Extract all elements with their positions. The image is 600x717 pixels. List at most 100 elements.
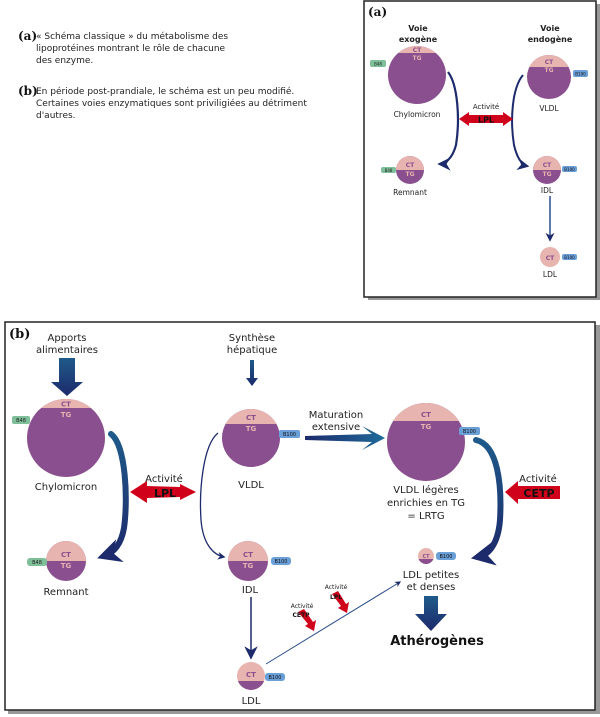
- ct-label: CT: [545, 59, 554, 66]
- synthese-label-1: Synthèse: [229, 332, 275, 344]
- chylo-to-remnant-arrow-b: [97, 431, 129, 563]
- maturation-arrow: [305, 426, 385, 450]
- b100-tag: [271, 557, 291, 565]
- vldl-label-a: VLDL: [539, 104, 559, 113]
- tg-label: TG: [544, 67, 553, 74]
- b100-label: B100: [440, 554, 453, 560]
- panel-b: (b) Apports alimentaires Synthèse hépati…: [4, 321, 600, 714]
- tg-label: TG: [61, 411, 72, 419]
- cetp-activity-small-label: Activité: [291, 603, 314, 610]
- cetp-small-arrow: [298, 609, 316, 631]
- idl-label-a: IDL: [541, 186, 554, 195]
- cetp-small-label: CETP: [293, 612, 311, 619]
- cetp-arrow-b: [505, 481, 560, 504]
- chylomicron-particle-a: CT TG B48: [370, 46, 446, 104]
- tg-label: TG: [243, 562, 254, 570]
- ct-label: CT: [546, 255, 555, 262]
- ct-label: CT: [421, 411, 431, 419]
- chylomicron-label-b: Chylomicron: [35, 482, 98, 493]
- apports-arrow: [51, 358, 83, 396]
- ldl-label-a: LDL: [543, 270, 558, 279]
- caption-a-text: « Schéma classique » du métabolisme des …: [36, 32, 229, 66]
- tg-label: TG: [246, 425, 257, 433]
- b48-tag: [370, 60, 386, 67]
- endogenous-title-2: endogène: [528, 34, 573, 44]
- lpl-label-a: LPL: [478, 116, 494, 125]
- tg-label: TG: [405, 171, 414, 178]
- atherogenes-arrow: [415, 596, 447, 631]
- b48-tag: [27, 558, 47, 566]
- lpl-small-label: LPL: [330, 594, 342, 601]
- lrtg-particle: CT TG B100: [387, 403, 480, 481]
- tg-label: TG: [412, 55, 421, 62]
- ldl-small-label-2: et denses: [407, 582, 456, 593]
- idl-particle-a: CT TG B100: [533, 156, 577, 184]
- ldl-to-small-dense-arrow: [265, 581, 402, 665]
- b100-label: B100: [269, 675, 282, 681]
- chylomicron-particle-b: CT TG B48: [12, 399, 105, 477]
- ct-label: CT: [422, 554, 430, 560]
- ct-label: CT: [61, 551, 71, 559]
- ldl-particle-b: CT B100: [237, 662, 285, 690]
- endogenous-title-1: Voie: [540, 24, 560, 33]
- small-dense-ldl-particle: CT B100: [418, 548, 456, 564]
- b100-label: B100: [283, 432, 296, 438]
- remnant-label-b: Remnant: [43, 587, 88, 598]
- tg-label: TG: [421, 423, 432, 431]
- ldl-label-b: LDL: [242, 696, 261, 707]
- caption-a-tag: (a): [18, 29, 38, 43]
- remnant-label-a: Remnant: [393, 188, 427, 197]
- caption-b-text: En période post-prandiale, le schéma est…: [36, 87, 307, 121]
- caption-b-tag: (b): [18, 84, 38, 98]
- vldl-to-idl-arrow-b: [199, 432, 226, 560]
- panel-b-tag: (b): [9, 327, 30, 342]
- b100-label: B100: [564, 255, 575, 260]
- b100-tag: [279, 430, 300, 438]
- lpl-small-arrow: [332, 591, 349, 613]
- lpl-label-b: LPL: [154, 487, 176, 500]
- maturation-label-1: Maturation: [309, 410, 363, 421]
- b100-tag: [562, 166, 577, 172]
- ct-label: CT: [243, 551, 253, 559]
- cetp-label-b: CETP: [523, 487, 554, 500]
- lrtg-label-2: enrichies en TG: [387, 498, 465, 509]
- remnant-particle-a: CT TG B48: [381, 156, 424, 184]
- b48-tag: [381, 167, 396, 173]
- ct-label: CT: [406, 162, 415, 169]
- b100-tag: [573, 70, 588, 77]
- idl-particle-b: CT TG B100: [228, 541, 291, 581]
- b100-tag: [265, 673, 285, 681]
- tg-label: TG: [542, 171, 551, 178]
- ldl-particle-a: CT B100: [540, 247, 577, 267]
- apports-label-1: Apports: [48, 333, 87, 344]
- b48-tag: [12, 416, 30, 424]
- panel-b-frame: [4, 321, 596, 711]
- vldl-particle-a: CT TG B100: [527, 55, 588, 99]
- chylomicron-label-a: Chylomicron: [394, 110, 441, 119]
- synthese-label-2: hépatique: [227, 344, 278, 356]
- ct-label: CT: [246, 414, 256, 422]
- b48-label: B48: [374, 62, 382, 67]
- panel-a-frame: [363, 0, 597, 298]
- lpl-double-arrow-b: [130, 481, 196, 503]
- b100-label: B100: [575, 72, 586, 77]
- lrtg-to-ldl-arrow: [470, 437, 504, 566]
- apports-label-2: alimentaires: [36, 345, 98, 356]
- remnant-particle-b: CT TG B48: [27, 541, 86, 581]
- caption-a: (a) « Schéma classique » du métabolisme …: [18, 29, 278, 67]
- panel-a: (a) Voie exogène Voie endogène CT TG B48…: [363, 0, 600, 300]
- b100-label: B100: [275, 559, 288, 565]
- vldl-label-b: VLDL: [238, 480, 264, 491]
- ct-label: CT: [543, 162, 552, 169]
- lrtg-label-1: VLDL légères: [393, 484, 459, 496]
- b48-label: B48: [385, 168, 393, 173]
- exogenous-title-2: exogène: [399, 34, 438, 44]
- lpl-double-arrow-a: [459, 112, 513, 126]
- b100-tag: [459, 427, 480, 435]
- ct-label: CT: [61, 401, 71, 409]
- chylo-to-remnant-arrow-a: [437, 71, 460, 171]
- ct-label: CT: [246, 671, 256, 679]
- lpl-activity-label-b: Activité: [145, 473, 183, 485]
- lpl-activity-small-label: Activité: [325, 584, 348, 591]
